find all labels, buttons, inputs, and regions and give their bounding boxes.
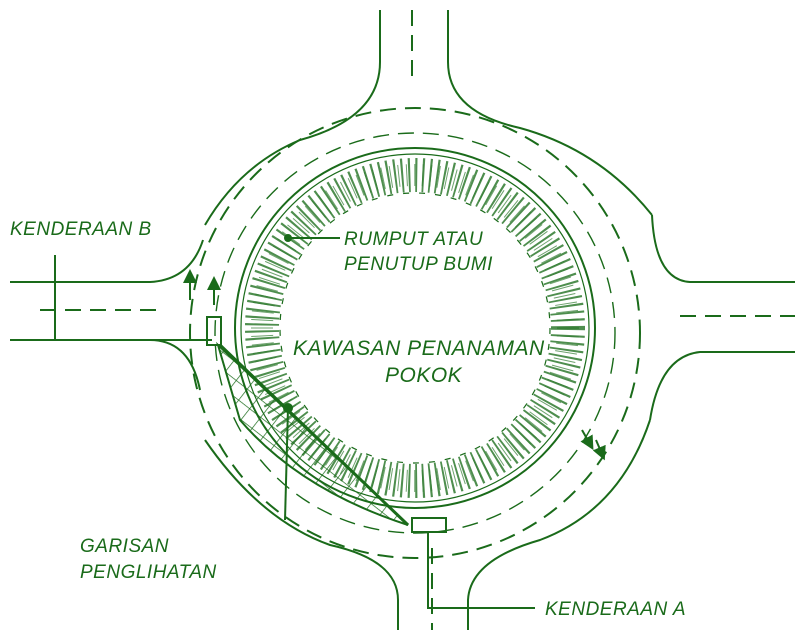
sight-leader xyxy=(284,407,289,521)
vehicle-a-icon xyxy=(411,517,447,533)
vehicle-b-leader xyxy=(54,255,212,341)
grass-label-line1: RUMPUT ATAU xyxy=(344,229,483,250)
sight-label-line2: PENGLIHATAN xyxy=(80,562,217,583)
vehicle-a-label: KENDERAAN A xyxy=(545,599,686,620)
grass-label-line2: PENUTUP BUMI xyxy=(344,254,493,275)
vehicle-a-leader xyxy=(427,532,535,609)
sight-line xyxy=(218,343,410,527)
vehicle-b-label: KENDERAAN B xyxy=(10,219,152,240)
planting-label-line1: KAWASAN PENANAMAN xyxy=(293,337,545,360)
planting-label-line2: POKOK xyxy=(385,364,463,387)
central-island xyxy=(234,147,596,509)
direction-arrows xyxy=(183,269,606,461)
sight-label-line1: GARISAN xyxy=(80,536,169,557)
leader-lines xyxy=(54,234,535,609)
vehicle-b-icon xyxy=(206,316,222,346)
